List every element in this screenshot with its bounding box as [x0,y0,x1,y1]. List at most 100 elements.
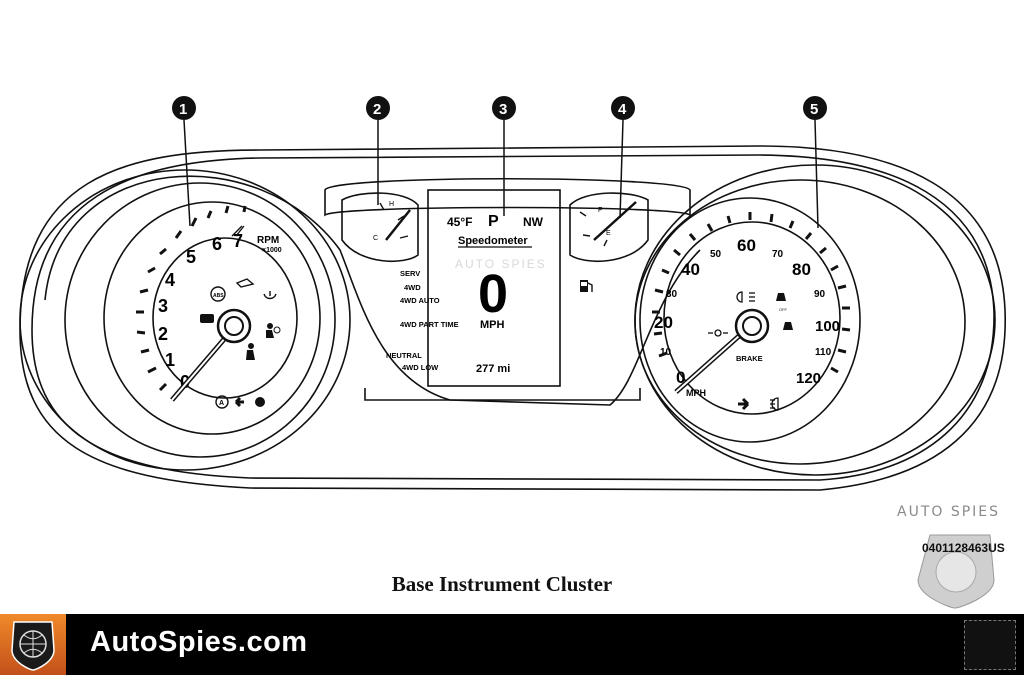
tach-number-2: 2 [158,324,168,344]
callout-4: 4 [611,96,635,219]
right-turn-arrow-icon [738,397,750,411]
temp-high-label: H [389,201,394,208]
temp-gauge-bezel [341,192,419,263]
fuel-tick [582,234,591,237]
speedo-number-40: 40 [681,260,700,279]
seatbelt-icon [246,343,255,360]
cruise-icon [231,225,245,237]
tach-ring-4 [152,237,298,399]
display-speed-unit: MPH [480,319,505,331]
tach-ticks [136,205,247,392]
tach-number-6: 6 [212,234,222,254]
airbag-icon [266,323,281,338]
speedo-needle [674,326,750,394]
speedo-ticks [652,212,851,374]
oil-pressure-icon [235,278,255,288]
display-temperature: 45°F [447,215,472,229]
speedo-number-0: 0 [676,368,685,387]
fuel-empty-label: E [606,230,611,237]
speedo-ring-2 [634,179,966,465]
speedo-number-120: 120 [796,370,821,387]
tach-number-5: 5 [186,247,196,267]
part-code: 0401128463US [922,541,1005,555]
display-speed-value: 0 [478,264,508,324]
tach-needle [170,328,234,402]
cluster-housing-inner-outline [31,154,995,481]
speedo-number-110: 110 [815,347,832,358]
high-beam-dot-icon [255,397,265,407]
fuel-icon [580,280,593,292]
temp-tick [379,202,385,211]
svg-text:ABS: ABS [213,293,224,299]
speedo-ring-3 [639,197,861,443]
cluster-housing-outline [19,145,1006,491]
figure-caption: Base Instrument Cluster [391,572,613,596]
tach-number-3: 3 [158,296,168,316]
display-mode-title: Speedometer [458,235,528,247]
indicator-neutral: NEUTRAL [386,351,422,360]
headlamp-icon [770,397,779,411]
tach-outer-ring [19,169,351,471]
housing-contour [44,175,701,406]
auto-hold-icon: A [215,395,229,409]
indicator-4wd-auto: 4WD AUTO [400,296,440,305]
display-watermark: AUTO SPIES [455,257,547,271]
speedo-number-90: 90 [814,289,826,300]
speedo-number-80: 80 [792,260,811,279]
svg-text:A: A [219,400,224,407]
tach-hub-inner [224,316,244,336]
tire-pressure-icon [263,291,277,300]
callout-3: 3 [492,96,516,216]
svg-text:3: 3 [499,101,507,118]
fuel-tick [579,211,587,217]
indicator-4wd-part-time: 4WD PART TIME [400,320,459,329]
footer-bar: AutoSpies.com [0,614,1024,675]
park-lamp-icon [708,329,728,337]
fog-light-icon [736,291,755,303]
callout-1: 1 [172,96,196,227]
callout-5: 5 [803,96,827,229]
speedo-number-30: 30 [666,289,678,300]
tach-ring-3 [103,201,321,435]
tach-number-1: 1 [165,350,175,370]
instrument-cluster-diagram: H C F E 45°F P NW Speedometer AUTO SPIES… [19,96,1006,609]
speedo-number-60: 60 [737,236,756,255]
tach-number-7: 7 [233,231,243,251]
tach-unit-sub: ×1000 [262,247,282,254]
site-name[interactable]: AutoSpies.com [90,626,308,658]
indicator-serv: SERV [400,269,420,278]
temp-tick [399,235,409,239]
speedo-number-100: 100 [815,318,840,335]
watermark-text: AUTO SPIES [897,504,1001,520]
indicator-4wd: 4WD [404,283,421,292]
left-turn-arrow-icon [234,396,244,408]
speedo-unit-label: MPH [686,388,706,398]
svg-text:4: 4 [618,101,627,118]
indicator-4wd-low: 4WD LOW [402,363,439,372]
speedo-ring-4 [663,221,841,415]
speedo-hub-inner [742,316,762,336]
traction-control-off-icon: OFF [776,293,788,312]
center-pod-top [324,177,691,217]
engine-check-icon [200,314,214,323]
display-heading: NW [523,215,544,229]
svg-text:1: 1 [179,101,187,118]
speedo-number-50: 50 [710,249,722,260]
svg-text:2: 2 [373,101,381,118]
svg-text:5: 5 [810,101,818,118]
center-display-frame [427,189,561,387]
callout-2: 2 [366,96,390,205]
fuel-tick [603,239,608,247]
speedo-number-20: 20 [654,313,673,332]
fuel-full-label: F [598,207,602,214]
watermark-badge [917,534,995,609]
traction-control-icon [783,322,793,330]
globe-shield-icon [11,621,55,671]
temp-needle [385,209,411,241]
speedo-brake-label: BRAKE [736,354,763,363]
thumbnail-icon[interactable] [964,620,1016,670]
site-logo [0,614,66,675]
tach-unit-label: RPM [257,235,279,246]
speedo-number-70: 70 [772,249,784,260]
temp-tick [397,215,405,221]
